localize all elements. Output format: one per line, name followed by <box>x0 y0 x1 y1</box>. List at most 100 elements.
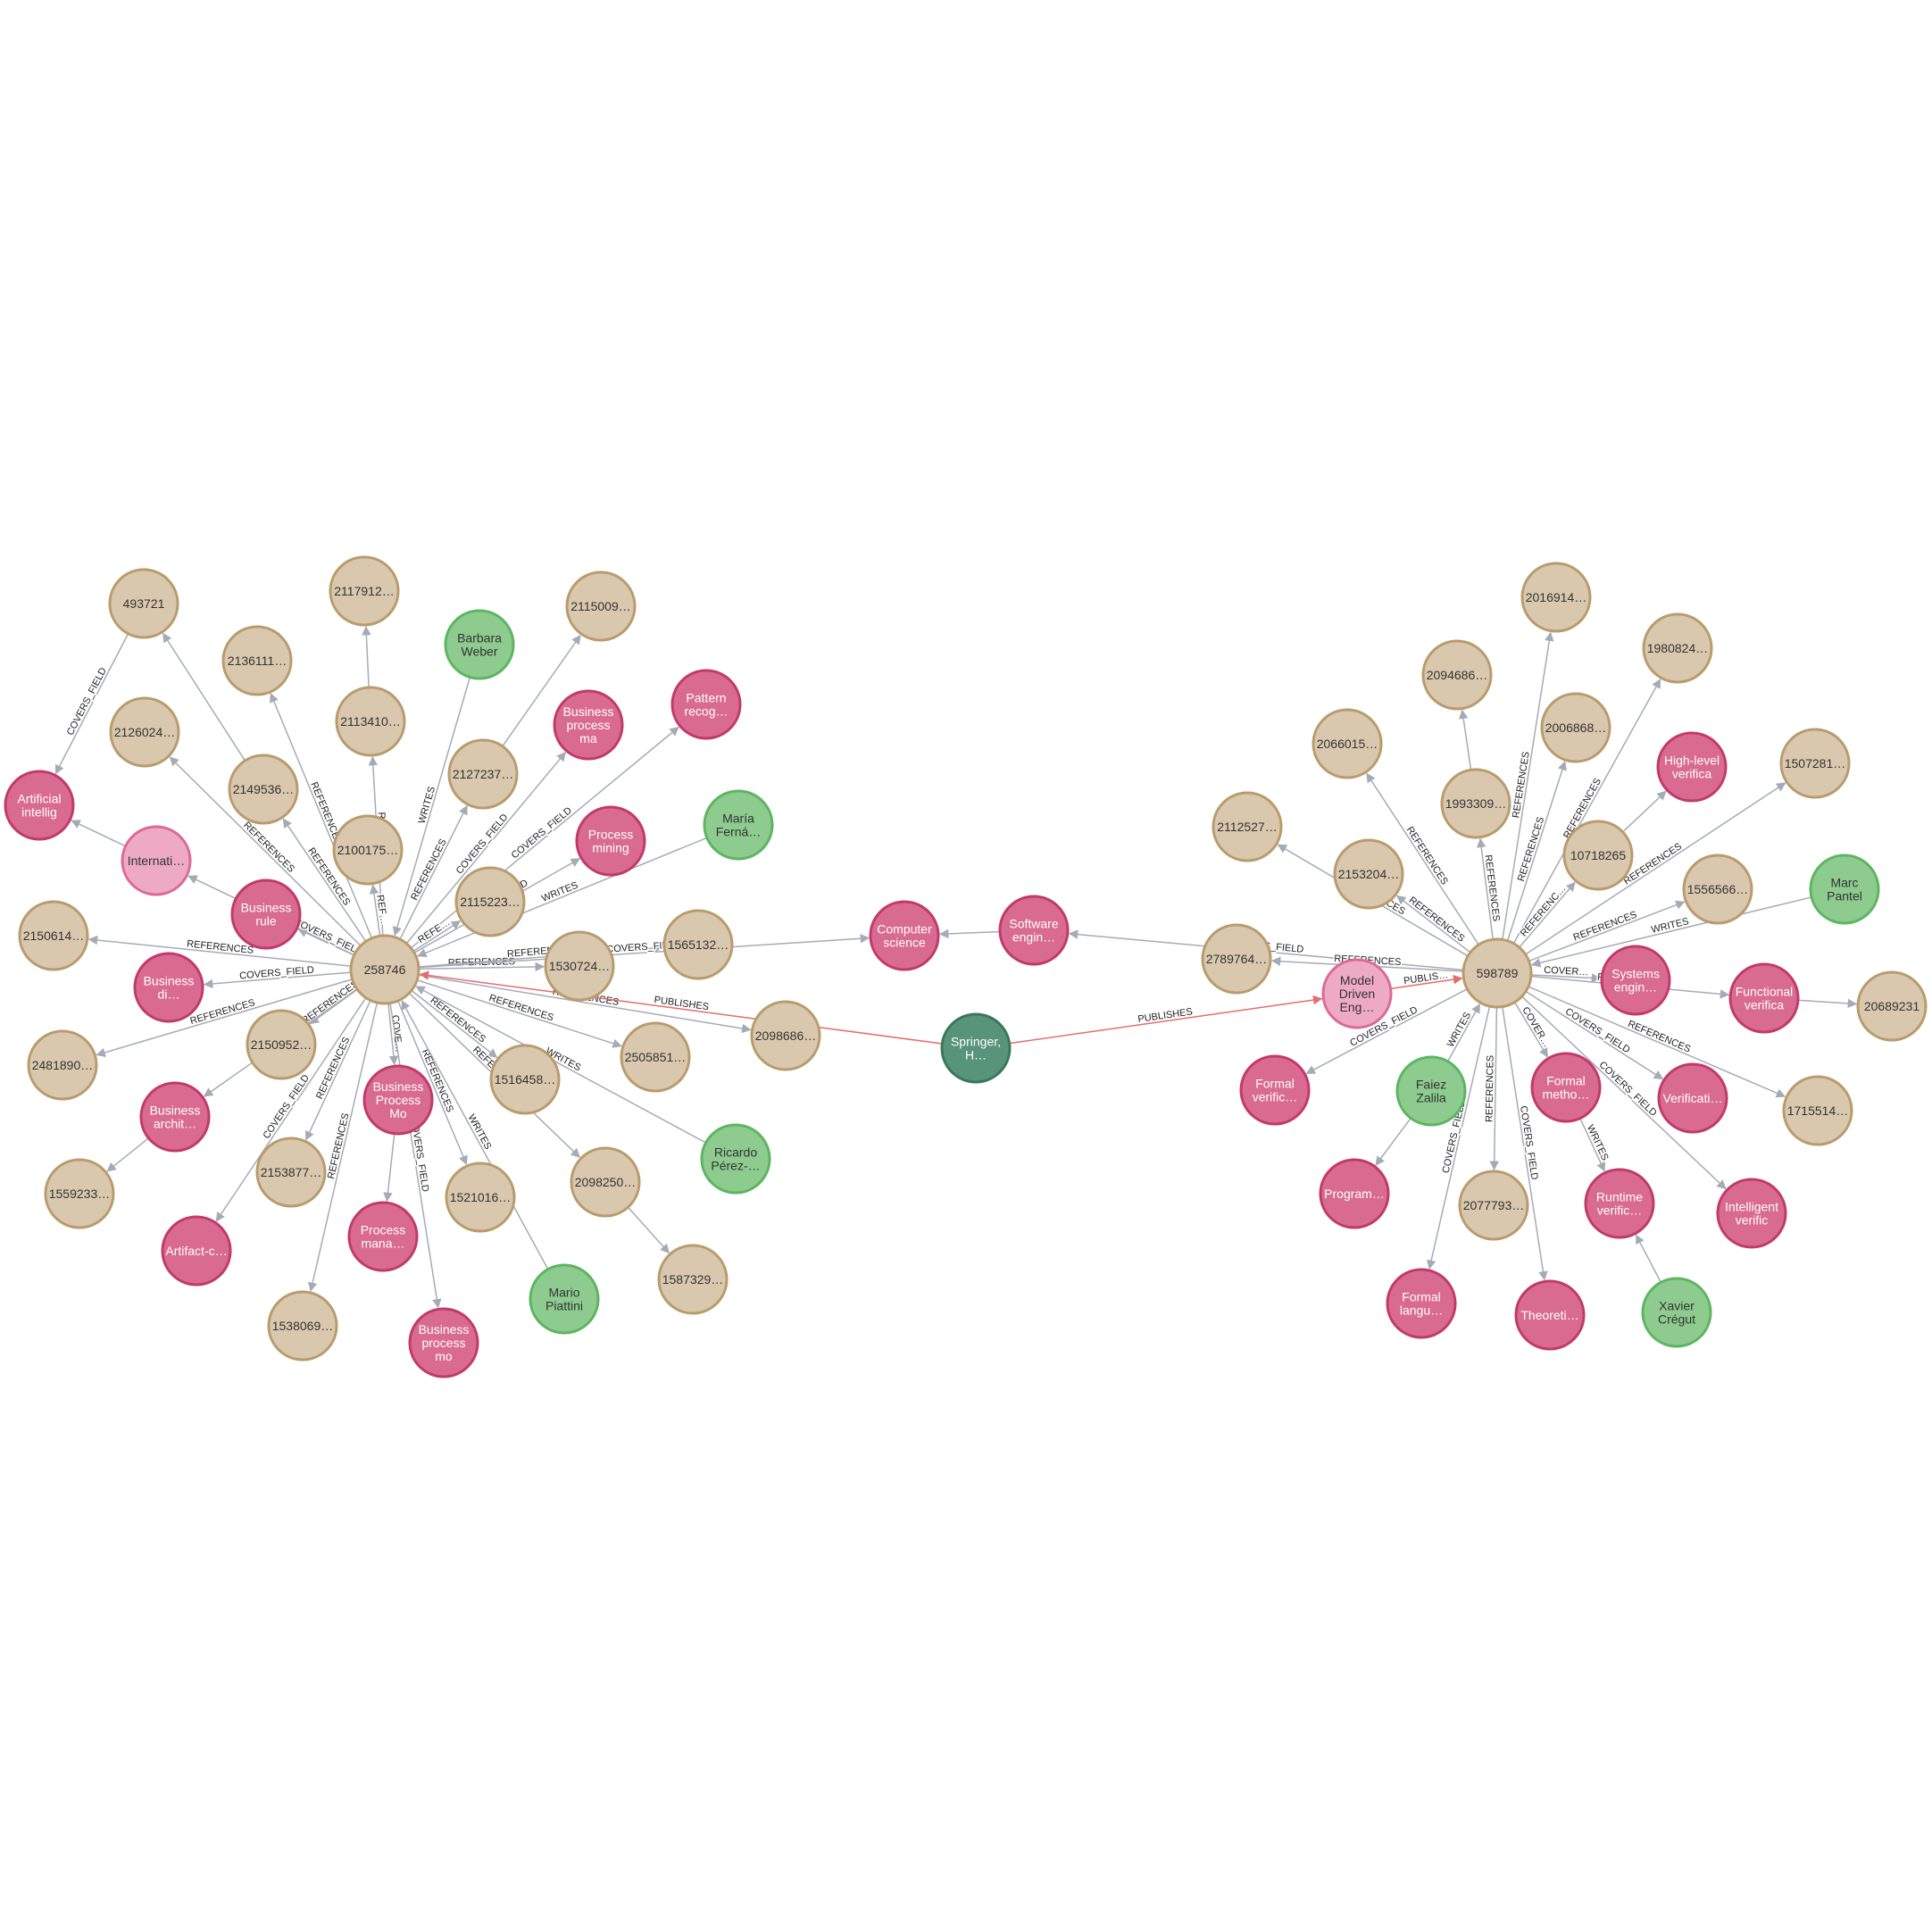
edge-line[interactable] <box>1519 881 1576 947</box>
edge-ref[interactable]: REF… <box>369 884 390 936</box>
node-circle[interactable] <box>1520 562 1592 633</box>
node-paper-2150614[interactable]: 2150614… <box>18 900 89 971</box>
node-paper-2150952[interactable]: 2150952… <box>246 1009 317 1080</box>
edge-referenc[interactable]: REFERENC… <box>1517 881 1576 947</box>
node-paper-2100175[interactable]: 2100175… <box>332 814 404 886</box>
node-circle[interactable] <box>347 1201 419 1272</box>
node-circle[interactable] <box>139 1081 211 1153</box>
edge-refe[interactable]: REFE… <box>413 916 462 952</box>
node-circle[interactable] <box>1514 1279 1586 1351</box>
node-paper-1993309[interactable]: 1993309… <box>1440 768 1511 839</box>
edge-line[interactable] <box>415 986 706 1144</box>
edge-line[interactable] <box>419 943 664 968</box>
edge-line[interactable] <box>1526 782 1786 955</box>
node-circle[interactable] <box>1779 728 1851 799</box>
node-circle[interactable] <box>1856 970 1928 1042</box>
edge-line[interactable] <box>1476 837 1494 939</box>
edge-writes[interactable]: WRITES <box>1444 1003 1481 1062</box>
node-circle[interactable] <box>133 952 204 1023</box>
node-circle[interactable] <box>454 866 526 937</box>
node-circle[interactable] <box>750 1000 821 1071</box>
node-paper-1538069[interactable]: 1538069… <box>267 1290 338 1362</box>
edge-link[interactable] <box>1622 790 1667 832</box>
node-circle[interactable] <box>1728 962 1800 1034</box>
node-circle[interactable] <box>1319 1158 1390 1229</box>
edge-line[interactable] <box>387 1003 399 1066</box>
node-circle[interactable] <box>408 1307 479 1378</box>
edge-references[interactable]: REFERENCES <box>1502 631 1554 939</box>
edge-cover[interactable]: COVER… <box>1514 1003 1553 1058</box>
edge-line[interactable] <box>308 1003 378 1293</box>
node-field-business-di[interactable]: Businessdi… <box>133 952 204 1023</box>
node-paper-2112527[interactable]: 2112527… <box>1212 791 1283 862</box>
edge-line[interactable] <box>1458 709 1472 770</box>
edge-line[interactable] <box>270 693 372 938</box>
edge-line[interactable] <box>1579 1119 1606 1172</box>
edge-line[interactable] <box>419 974 752 1034</box>
node-paper-1507281[interactable]: 1507281… <box>1779 728 1851 799</box>
node-field-formal-langu[interactable]: Formallangu… <box>1386 1268 1457 1339</box>
edge-line[interactable] <box>1521 996 1727 1190</box>
node-circle[interactable] <box>1656 731 1728 803</box>
edge-line[interactable] <box>628 1207 670 1254</box>
edge-line[interactable] <box>1798 998 1858 1009</box>
node-field-verificati[interactable]: Verificati… <box>1657 1062 1728 1134</box>
node-circle[interactable] <box>221 625 293 696</box>
node-circle[interactable] <box>1641 1277 1712 1348</box>
node-circle[interactable] <box>1440 768 1511 839</box>
node-venue-internati[interactable]: Internati… <box>121 825 192 896</box>
node-paper-2115223[interactable]: 2115223… <box>454 866 526 937</box>
node-paper-2153877[interactable]: 2153877… <box>255 1137 327 1208</box>
edge-link[interactable] <box>502 634 581 746</box>
node-field-systems-engin[interactable]: Systemsengin… <box>1600 945 1671 1016</box>
node-paper-598789[interactable]: 598789 <box>1461 937 1533 1009</box>
edge-line[interactable] <box>417 979 622 1048</box>
node-circle[interactable] <box>1642 612 1713 684</box>
edge-line[interactable] <box>401 1000 548 1270</box>
node-field-business-archit[interactable]: Businessarchit… <box>139 1081 211 1153</box>
node-circle[interactable] <box>1682 854 1753 925</box>
node-circle[interactable] <box>1458 1170 1529 1241</box>
edge-line[interactable] <box>406 751 567 944</box>
node-circle[interactable] <box>1421 639 1493 711</box>
node-circle[interactable] <box>1386 1268 1457 1339</box>
edge-link[interactable] <box>1798 998 1858 1009</box>
edge-link[interactable] <box>1458 709 1472 770</box>
node-circle[interactable] <box>1657 1062 1728 1134</box>
edge-references[interactable]: REFERENCES <box>305 1001 371 1141</box>
edge-link[interactable] <box>71 820 126 846</box>
edge-line[interactable] <box>419 933 870 969</box>
node-circle[interactable] <box>553 689 624 761</box>
edge-line[interactable] <box>1391 974 1463 990</box>
node-paper-1980824[interactable]: 1980824… <box>1642 612 1713 684</box>
node-circle[interactable] <box>230 879 302 950</box>
node-circle[interactable] <box>529 1263 600 1335</box>
node-circle[interactable] <box>565 570 637 642</box>
edge-link[interactable] <box>162 632 246 761</box>
edge-link[interactable] <box>1375 1118 1412 1166</box>
node-paper-2077793[interactable]: 2077793… <box>1458 1170 1529 1241</box>
node-circle[interactable] <box>1600 945 1671 1016</box>
edge-cove[interactable]: COVE… <box>387 1003 405 1066</box>
node-paper-2098250[interactable]: 2098250… <box>570 1146 641 1218</box>
node-circle[interactable] <box>27 1029 98 1101</box>
node-circle[interactable] <box>108 568 179 639</box>
node-field-theoreti[interactable]: Theoreti… <box>1514 1279 1586 1351</box>
node-paper-2098686[interactable]: 2098686… <box>750 1000 821 1071</box>
node-paper-1587329[interactable]: 1587329… <box>657 1244 729 1315</box>
node-field-runtime-verific[interactable]: Runtimeverific… <box>1584 1168 1655 1239</box>
node-publisher-springer-h[interactable]: Springer,H… <box>940 1012 1012 1084</box>
node-circle[interactable] <box>869 900 940 971</box>
node-paper-1559233[interactable]: 1559233… <box>44 1158 115 1229</box>
node-circle[interactable] <box>575 805 646 877</box>
edge-line[interactable] <box>297 929 354 956</box>
node-circle[interactable] <box>329 555 400 627</box>
edge-link[interactable] <box>106 1137 149 1172</box>
node-author-mar-a-fern[interactable]: MaríaFerná… <box>703 789 774 861</box>
node-circle[interactable] <box>1716 1178 1787 1249</box>
node-paper-1715514[interactable]: 1715514… <box>1782 1075 1853 1146</box>
